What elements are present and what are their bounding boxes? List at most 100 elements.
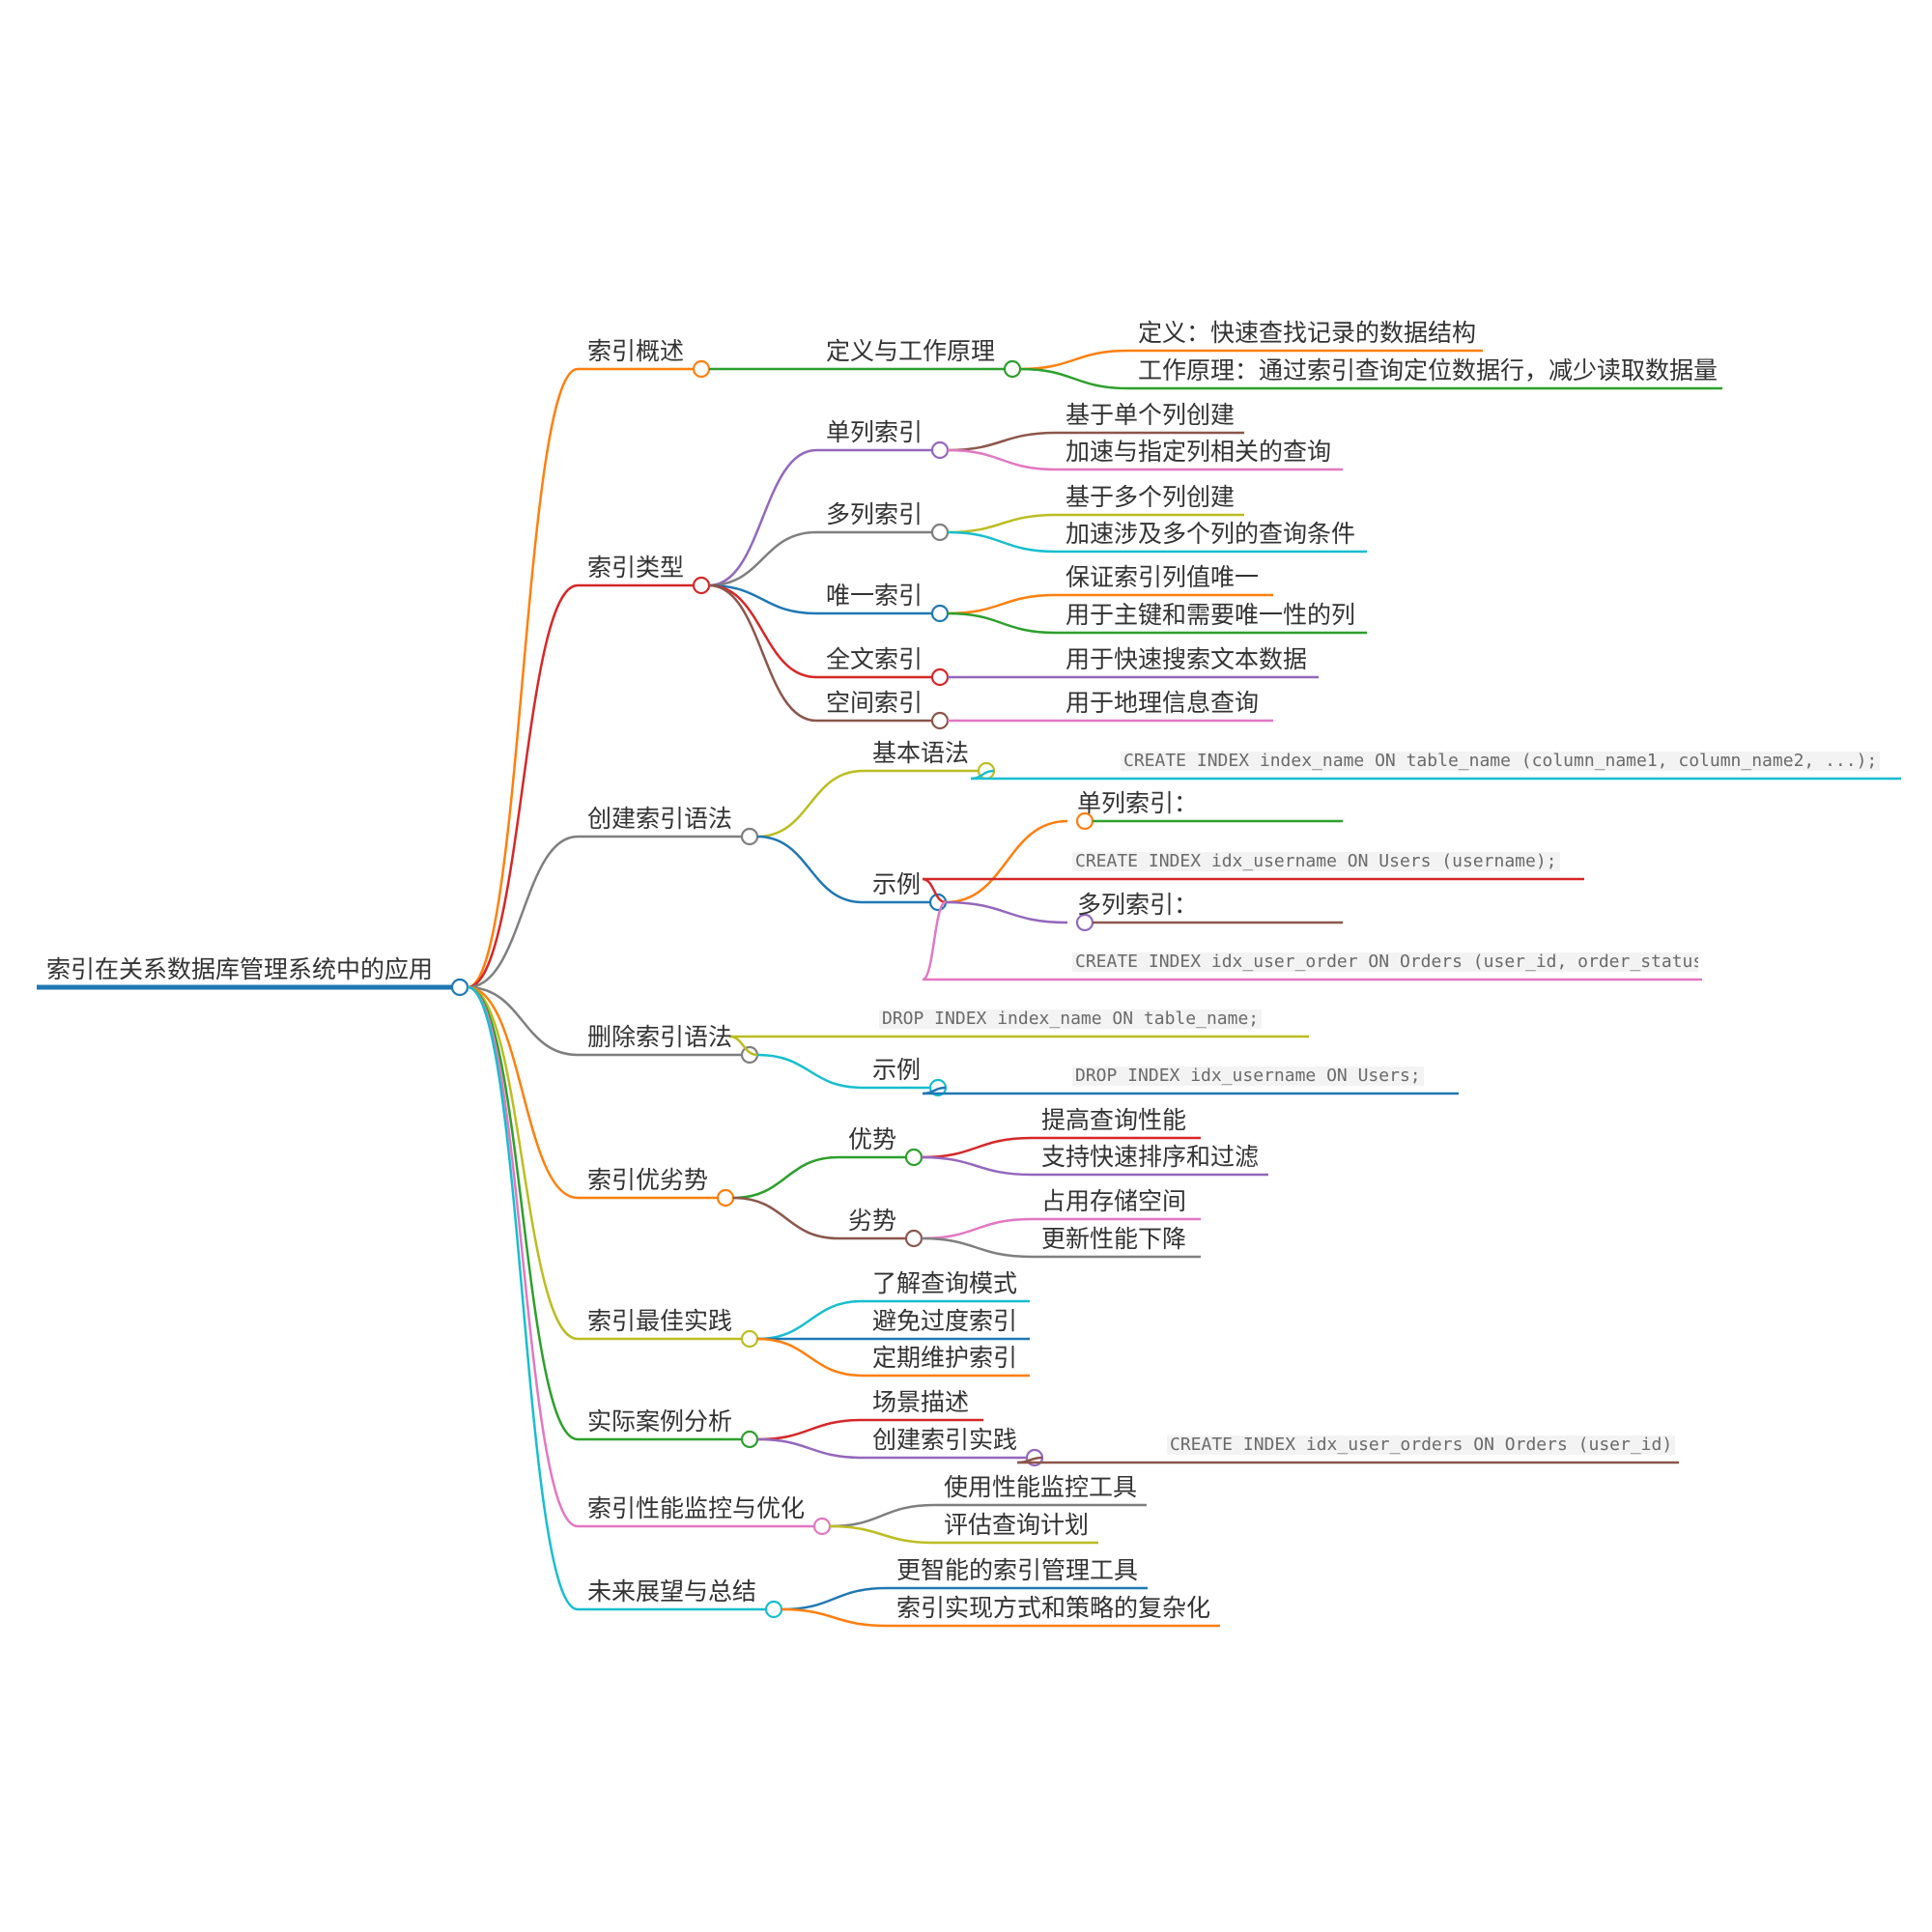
connector — [829, 1524, 935, 1545]
connector — [467, 985, 579, 1200]
connector — [756, 1299, 864, 1341]
expand-toggle-icon[interactable] — [740, 827, 759, 846]
topic-node[interactable]: 加速涉及多个列的查询条件 — [1065, 520, 1356, 548]
connector — [467, 985, 579, 1528]
expand-toggle-icon[interactable] — [904, 1229, 923, 1248]
topic-node[interactable]: 劣势 — [848, 1207, 897, 1235]
code-node[interactable]: CREATE INDEX index_name ON table_name (c… — [1121, 752, 1881, 771]
connector — [756, 1337, 864, 1378]
topic-node[interactable]: 更新性能下降 — [1041, 1225, 1187, 1253]
connector — [708, 583, 817, 723]
connector — [921, 1136, 1033, 1159]
topic-node[interactable]: 基本语法 — [872, 739, 970, 767]
topic-node[interactable]: 未来展望与总结 — [587, 1577, 757, 1605]
expand-toggle-icon[interactable] — [740, 1430, 759, 1449]
connector — [921, 1155, 1033, 1177]
connector — [756, 835, 864, 904]
expand-toggle-icon[interactable] — [930, 523, 950, 542]
topic-node[interactable]: 唯一索引 — [826, 582, 923, 610]
topic-node[interactable]: 保证索引列值唯一 — [1065, 563, 1260, 591]
topic-node[interactable]: 单列索引 — [826, 418, 923, 446]
topic-node[interactable]: 索引实现方式和策略的复杂化 — [896, 1594, 1211, 1622]
topic-node[interactable]: 索引优劣势 — [587, 1166, 709, 1194]
topic-node[interactable]: 全文索引 — [826, 645, 923, 673]
expand-toggle-icon[interactable] — [1003, 359, 1022, 379]
topic-node[interactable]: 加速与指定列相关的查询 — [1065, 438, 1332, 466]
topic-node[interactable]: 用于地理信息查询 — [1065, 689, 1260, 717]
topic-node[interactable]: 多列索引 — [826, 500, 923, 528]
topic-node[interactable]: 单列索引： — [1077, 789, 1199, 817]
connector — [947, 431, 1057, 452]
topic-node[interactable]: 实际案例分析 — [587, 1407, 733, 1435]
topic-node[interactable]: 创建索引语法 — [587, 805, 733, 833]
connector — [921, 1217, 1033, 1240]
connector — [708, 448, 817, 587]
topic-node[interactable]: 示例 — [872, 1056, 922, 1084]
topic-node[interactable]: 场景描述 — [872, 1388, 970, 1416]
expand-toggle-icon[interactable] — [450, 978, 469, 997]
topic-node[interactable]: 索引性能监控与优化 — [587, 1494, 806, 1522]
topic-node[interactable]: 索引类型 — [587, 554, 685, 582]
topic-node[interactable]: 使用性能监控工具 — [944, 1473, 1138, 1501]
connector — [732, 1196, 839, 1240]
topic-node[interactable]: 索引概述 — [587, 337, 685, 365]
connector — [945, 819, 1068, 904]
topic-node[interactable]: 评估查询计划 — [944, 1511, 1090, 1539]
expand-toggle-icon[interactable] — [930, 440, 950, 460]
topic-node[interactable]: 定义与工作原理 — [826, 337, 996, 365]
topic-node[interactable]: 创建索引实践 — [872, 1426, 1018, 1454]
topic-node[interactable]: 用于主键和需要唯一性的列 — [1065, 601, 1356, 629]
connector — [922, 900, 947, 981]
connector — [947, 611, 1057, 635]
topic-node[interactable]: 多列索引： — [1077, 891, 1199, 919]
connector — [467, 367, 579, 989]
topic-node[interactable]: 基于多个列创建 — [1065, 483, 1236, 511]
code-node[interactable]: CREATE INDEX idx_user_orders ON Orders (… — [1167, 1435, 1675, 1455]
topic-node[interactable]: 索引最佳实践 — [587, 1307, 733, 1335]
topic-node[interactable]: 用于快速搜索文本数据 — [1065, 645, 1308, 673]
expand-toggle-icon[interactable] — [740, 1329, 759, 1349]
topic-node[interactable]: 占用存储空间 — [1041, 1187, 1187, 1215]
expand-toggle-icon[interactable] — [930, 604, 950, 623]
topic-node[interactable]: 工作原理：通过索引查询定位数据行，减少读取数据量 — [1138, 356, 1719, 384]
expand-toggle-icon[interactable] — [930, 711, 950, 730]
root-topic[interactable]: 索引在关系数据库管理系统中的应用 — [46, 955, 434, 983]
topic-node[interactable]: 了解查询模式 — [872, 1269, 1018, 1297]
topic-node[interactable]: 定义：快速查找记录的数据结构 — [1138, 319, 1477, 347]
topic-node[interactable]: 避免过度索引 — [872, 1307, 1018, 1335]
topic-node[interactable]: 删除索引语法 — [587, 1023, 733, 1051]
connector — [945, 900, 1068, 924]
topic-node[interactable]: 定期维护索引 — [872, 1344, 1018, 1372]
expand-toggle-icon[interactable] — [812, 1517, 832, 1536]
topic-node[interactable]: 更智能的索引管理工具 — [896, 1556, 1139, 1584]
connector — [708, 530, 817, 587]
connector — [781, 1586, 888, 1611]
expand-toggle-icon[interactable] — [904, 1148, 923, 1167]
expand-toggle-icon[interactable] — [692, 576, 711, 595]
connector — [829, 1503, 935, 1528]
topic-node[interactable]: 示例 — [872, 870, 922, 898]
topic-node[interactable]: 空间索引 — [826, 689, 923, 717]
expand-toggle-icon[interactable] — [716, 1188, 735, 1208]
connector — [467, 985, 579, 1441]
expand-toggle-icon[interactable] — [764, 1600, 783, 1619]
topic-node[interactable]: 基于单个列创建 — [1065, 401, 1236, 429]
code-node[interactable]: CREATE INDEX idx_user_order ON Orders (u… — [1072, 952, 1698, 972]
code-node[interactable]: CREATE INDEX idx_username ON Users (user… — [1072, 852, 1560, 871]
connector — [467, 583, 579, 989]
connector — [1019, 349, 1129, 371]
code-node[interactable]: DROP INDEX idx_username ON Users; — [1072, 1066, 1424, 1086]
topic-node[interactable]: 支持快速排序和过滤 — [1041, 1143, 1260, 1171]
topic-node[interactable]: 优势 — [848, 1125, 897, 1153]
expand-toggle-icon[interactable] — [692, 359, 711, 379]
topic-node[interactable]: 提高查询性能 — [1041, 1106, 1187, 1134]
expand-toggle-icon[interactable] — [930, 668, 950, 687]
connector — [467, 985, 579, 1341]
connector — [467, 985, 579, 1057]
connector — [756, 1053, 864, 1090]
connector — [921, 1236, 1033, 1259]
connector — [467, 835, 579, 989]
code-node[interactable]: DROP INDEX index_name ON table_name; — [879, 1009, 1263, 1029]
connector — [781, 1607, 888, 1628]
